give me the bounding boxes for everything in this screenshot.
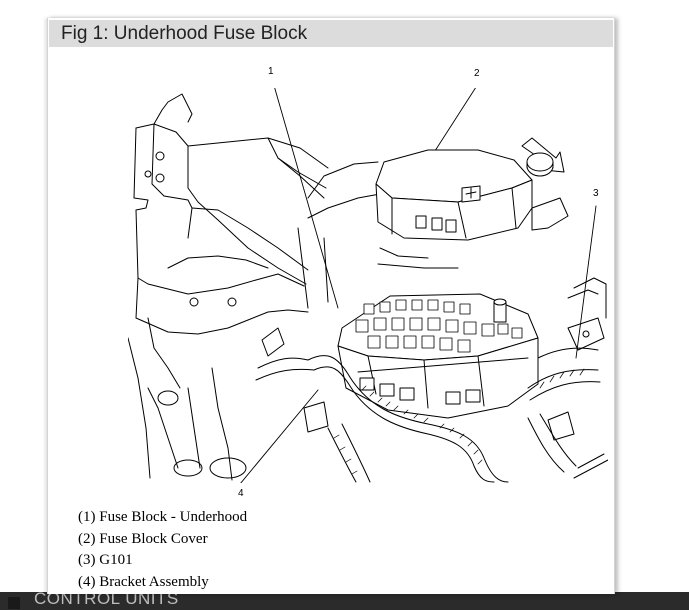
left-margin (0, 0, 47, 600)
left-body-panel (128, 93, 329, 481)
section-icon (8, 597, 20, 609)
background-section-bar: CONTROL UNITS (0, 592, 689, 610)
figure-card: Fig 1: Underhood Fuse Block 1 2 3 4 (47, 18, 615, 594)
fuse-block-cover (375, 149, 569, 269)
callout-4: 4 (238, 488, 244, 499)
legend-item-fuse-block: (1) Fuse Block - Underhood (78, 509, 248, 525)
back-panel (277, 157, 381, 309)
underhood-fuse-block-illustration (128, 88, 608, 483)
legend-item-bracket-assembly: (4) Bracket Assembly (78, 573, 209, 590)
legend-item-fuse-block-cover: (2) Fuse Block Cover (78, 530, 208, 547)
legend-item-g101: (3) G101 (78, 552, 133, 568)
wiring-harness (255, 277, 608, 483)
figure-legend: (1) Fuse Block - Underhood (2) Fuse Bloc… (78, 507, 247, 593)
figure-header: Fig 1: Underhood Fuse Block (49, 20, 613, 47)
callout-2: 2 (474, 68, 480, 79)
callout-3: 3 (593, 188, 599, 199)
figure-title: Fig 1: Underhood Fuse Block (61, 23, 308, 44)
section-label[interactable]: CONTROL UNITS (34, 592, 179, 608)
fuse-block-underhood (337, 293, 539, 419)
callout-1: 1 (268, 66, 274, 77)
